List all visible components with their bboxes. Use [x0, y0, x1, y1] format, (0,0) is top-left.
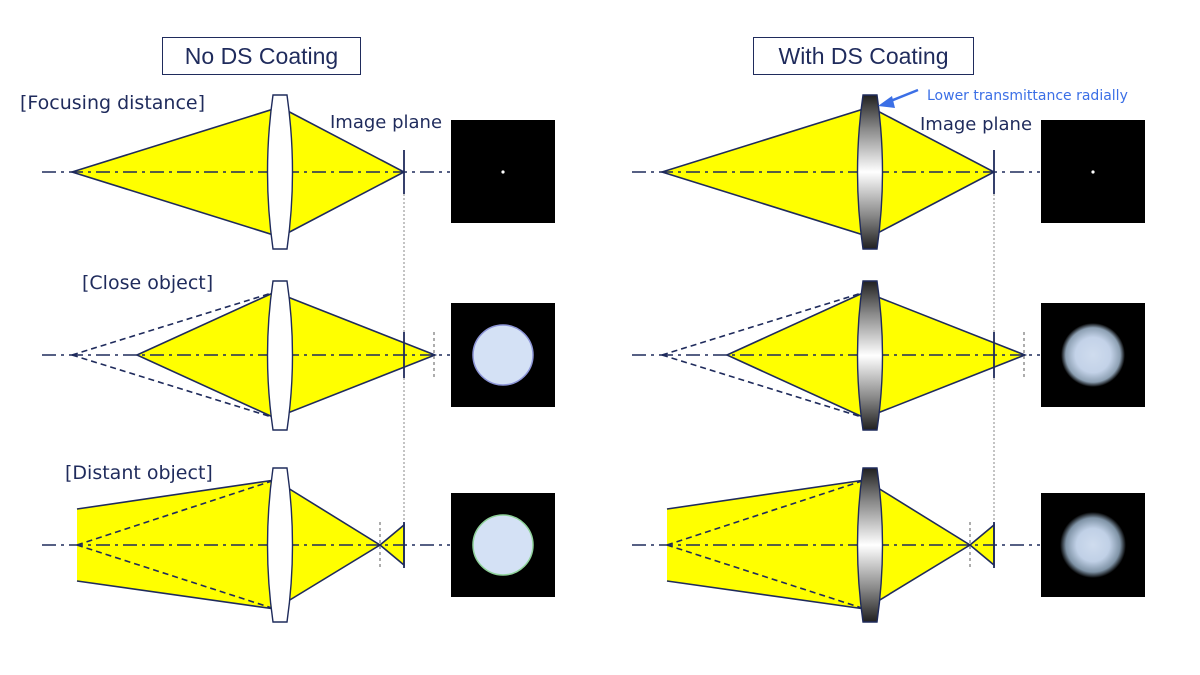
soft-blur-spot [1061, 323, 1125, 387]
ds-lens [856, 94, 884, 250]
beam-edge [666, 580, 866, 610]
annotation-arrow-head [878, 96, 895, 108]
beam-edge [76, 580, 276, 610]
distant-object-label: [Distant object] [65, 462, 213, 484]
right-close-row [632, 280, 1145, 431]
beam-edge [666, 479, 866, 510]
focused-spot [1091, 170, 1095, 174]
image-plane-label: Image plane [330, 112, 442, 133]
left-distant-row: [Distant object] [42, 462, 555, 623]
left-close-row: [Close object] [42, 272, 555, 431]
with-ds-coating-title: With DS Coating [753, 37, 974, 75]
dashed-ray [661, 354, 866, 419]
blur-spot [472, 324, 534, 386]
dashed-ray [76, 544, 276, 610]
beam-cone [667, 480, 865, 609]
blur-spot [472, 514, 534, 576]
dashed-ray [666, 479, 866, 546]
dashed-ray [666, 544, 866, 610]
dashed-ray [71, 354, 276, 419]
right-focusing-row: Image plane Lower transmittance radially [632, 88, 1145, 250]
ds-lens [856, 467, 884, 623]
beam-edge [76, 479, 276, 510]
image-plane-label: Image plane [920, 114, 1032, 135]
beam-cone [77, 480, 275, 609]
focused-spot [501, 170, 505, 174]
close-object-label: [Close object] [82, 272, 213, 294]
lens [266, 94, 294, 250]
no-ds-coating-title: No DS Coating [162, 37, 361, 75]
lens [266, 467, 294, 623]
lens [266, 280, 294, 431]
dashed-ray [76, 479, 276, 546]
focusing-distance-label: [Focusing distance] [20, 92, 205, 114]
lower-transmittance-annotation: Lower transmittance radially [927, 88, 1128, 104]
ds-lens [856, 280, 884, 431]
left-focusing-row: [Focusing distance] Image plane [20, 92, 555, 250]
soft-blur-spot [1060, 512, 1126, 578]
dashed-ray [71, 291, 276, 356]
dashed-ray [661, 291, 866, 356]
right-distant-row [632, 467, 1145, 623]
